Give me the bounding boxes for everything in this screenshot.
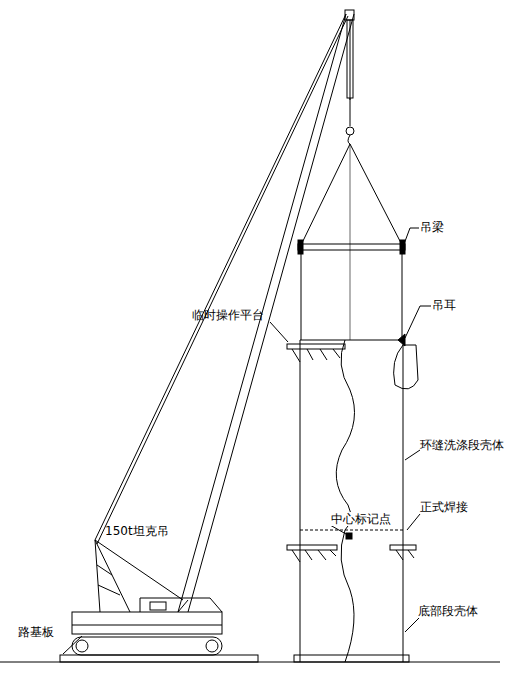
shell-label: 环缝洗涤段壳体 xyxy=(420,438,504,452)
mark-label: 中心标记点 xyxy=(330,512,392,526)
crane-label: 150t坦克吊 xyxy=(105,524,169,538)
beam-label: 吊梁 xyxy=(420,220,444,234)
plate-label: 路基板 xyxy=(18,625,54,639)
platform-label: 临时操作平台 xyxy=(192,308,264,322)
weld-label: 正式焊接 xyxy=(420,500,468,514)
bottom-shell-label: 底部段壳体 xyxy=(418,604,478,618)
lug-label: 吊耳 xyxy=(432,298,456,312)
